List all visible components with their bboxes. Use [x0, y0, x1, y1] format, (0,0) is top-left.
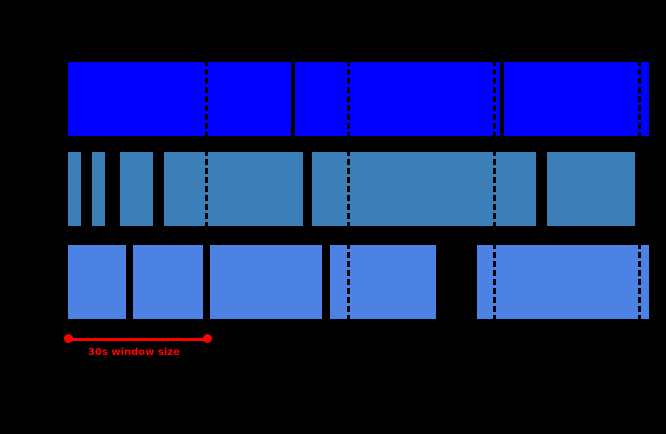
window-size-span-line	[68, 338, 208, 341]
bar-segment	[131, 243, 205, 321]
window-boundary-line	[638, 243, 641, 321]
bar-segment	[66, 150, 83, 228]
window-boundary-line	[347, 60, 350, 138]
window-boundary-line	[347, 243, 350, 321]
bar-segment	[502, 60, 651, 138]
bar-segment	[66, 243, 128, 321]
bar-segment	[162, 150, 305, 228]
window-size-start-dot	[64, 334, 73, 343]
window-boundary-line	[493, 60, 496, 138]
bar-segment	[310, 150, 538, 228]
window-boundary-line	[347, 150, 350, 228]
window-boundary-line	[638, 60, 641, 138]
window-size-label: 30s window size	[88, 347, 180, 358]
window-boundary-line	[205, 150, 208, 228]
bar-segment	[118, 150, 155, 228]
bar-segment	[545, 150, 637, 228]
window-boundary-line	[493, 150, 496, 228]
bar-segment	[208, 243, 324, 321]
window-boundary-line	[493, 243, 496, 321]
bar-segment	[90, 150, 107, 228]
window-size-end-dot	[203, 334, 212, 343]
bar-segment	[328, 243, 438, 321]
window-boundary-line	[205, 60, 208, 138]
bar-segment	[293, 60, 502, 138]
bar-segment	[475, 243, 651, 321]
bar-segment	[66, 60, 293, 138]
